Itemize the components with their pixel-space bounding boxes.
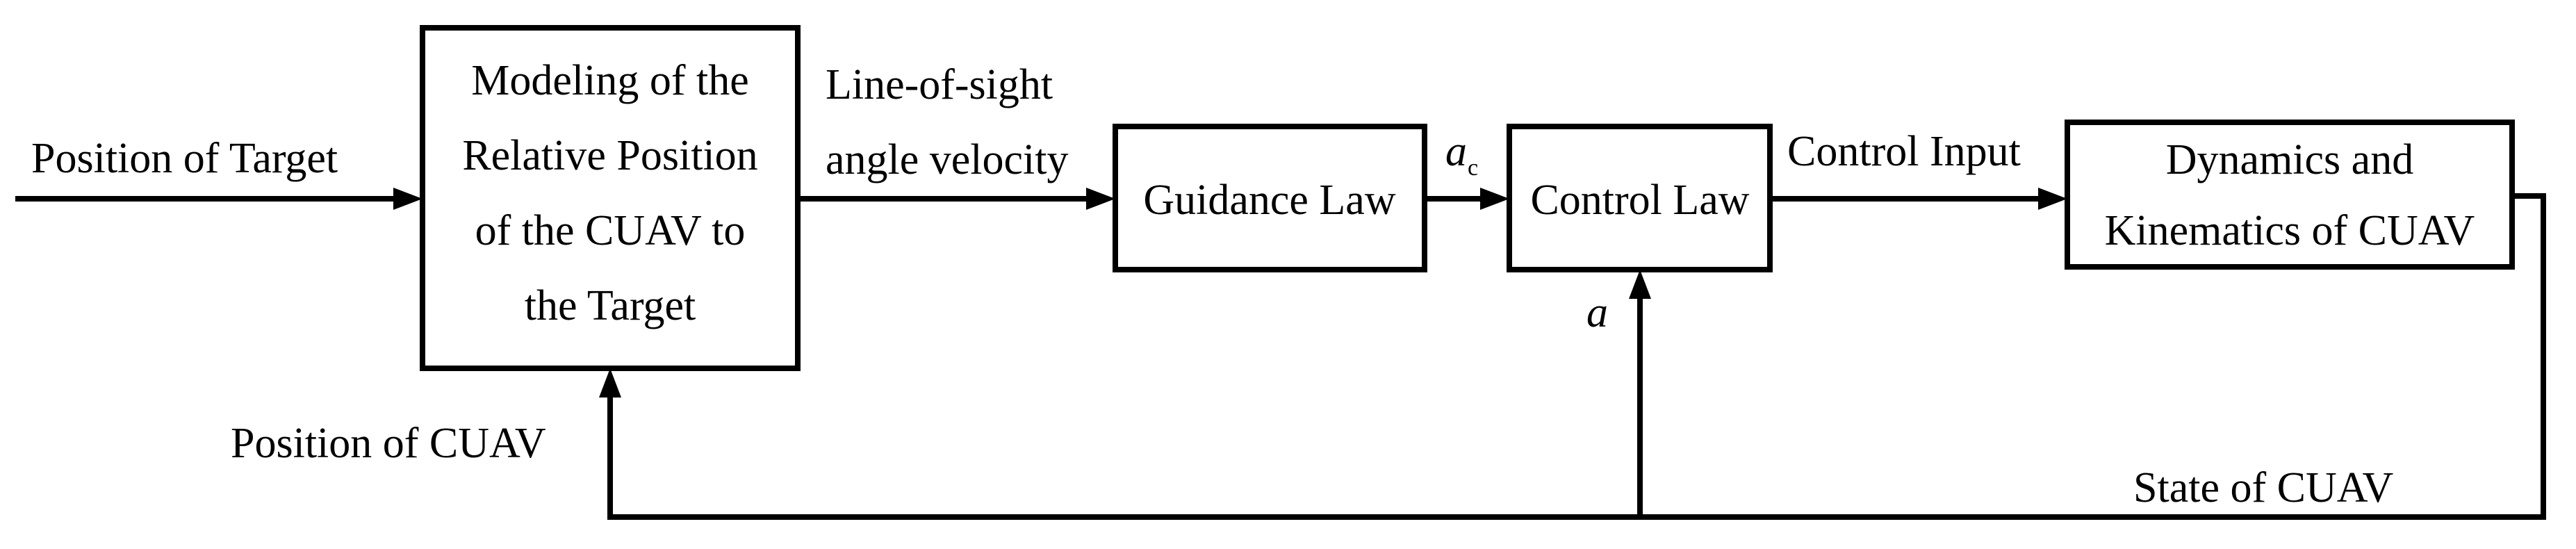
control-input-arrowhead (2038, 188, 2067, 210)
modeling-line-4: the Target (525, 282, 696, 329)
position-of-cuav-label: Position of CUAV (231, 420, 546, 467)
state-feedback-arrowhead (1629, 270, 1651, 299)
los-line-1: Line-of-sight (826, 61, 1053, 108)
dynamics-line-2: Kinematics of CUAV (2105, 207, 2475, 254)
guidance-law-label: Guidance Law (1143, 177, 1395, 224)
dynamics-block: Dynamics and Kinematics of CUAV (2065, 120, 2515, 270)
ac-symbol: a (1445, 128, 1467, 175)
control-law-label: Control Law (1530, 177, 1749, 224)
position-of-target-label: Position of Target (31, 135, 338, 182)
guidance-law-block: Guidance Law (1113, 124, 1427, 272)
state-of-cuav-label: State of CUAV (2133, 464, 2394, 511)
modeling-line-3: of the CUAV to (475, 207, 746, 254)
input-arrowhead (393, 188, 423, 210)
a-signal-label: a (1586, 289, 1608, 336)
control-law-block: Control Law (1507, 124, 1773, 272)
position-feedback-arrowhead (599, 368, 621, 398)
dynamics-line-1: Dynamics and (2166, 136, 2413, 183)
los-arrowhead (1086, 188, 1115, 210)
ac-arrowhead (1480, 188, 1509, 210)
modeling-line-1: Modeling of the (471, 57, 749, 104)
control-input-label: Control Input (1787, 128, 2021, 175)
modeling-block: Modeling of the Relative Position of the… (420, 25, 801, 371)
feedback-loop-line (607, 193, 2546, 520)
ac-subscript: c (1468, 155, 1478, 181)
modeling-line-2: Relative Position (462, 132, 757, 179)
los-line-2: angle velocity (826, 136, 1068, 183)
connectors (15, 188, 2546, 520)
